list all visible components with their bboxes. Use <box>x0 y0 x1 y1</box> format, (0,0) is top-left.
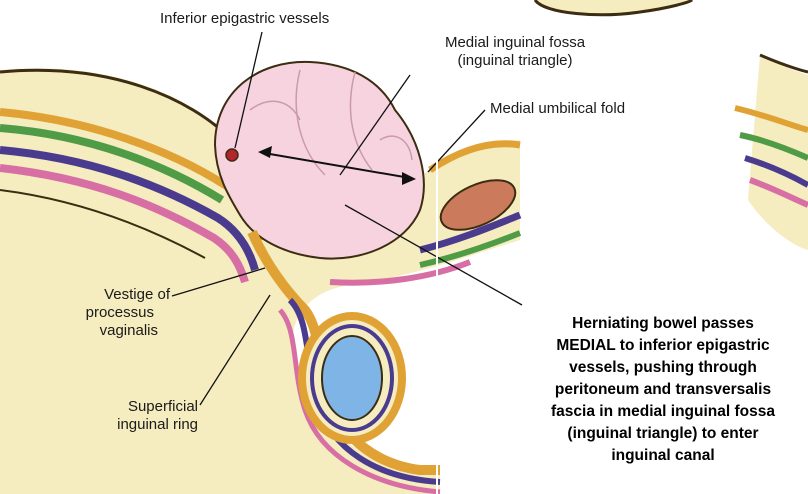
label-superficial-line2: inguinal ring <box>70 416 198 434</box>
label-superficial-inguinal-ring: Superficial inguinal ring <box>70 398 198 434</box>
label-vestige-line2: processus <box>70 304 154 322</box>
caption-line-4: peritoneum and transversalis <box>518 379 808 401</box>
label-herniating-bowel-caption: Herniating bowel passes MEDIAL to inferi… <box>518 313 808 467</box>
label-inferior-epigastric-vessels: Inferior epigastric vessels <box>160 10 329 28</box>
label-medial-umbilical-fold: Medial umbilical fold <box>490 100 625 118</box>
label-vestige-line3: vaginalis <box>70 322 158 340</box>
label-superficial-line1: Superficial <box>70 398 198 416</box>
label-medial-inguinal-fossa-line1: Medial inguinal fossa <box>405 34 625 52</box>
caption-line-3: vessels, pushing through <box>518 357 808 379</box>
label-medial-inguinal-fossa-line2: (inguinal triangle) <box>405 52 625 70</box>
caption-line-2: MEDIAL to inferior epigastric <box>518 335 808 357</box>
label-medial-inguinal-fossa: Medial inguinal fossa (inguinal triangle… <box>405 34 625 70</box>
inferior-epigastric-vessel <box>226 149 238 161</box>
caption-line-6: (inguinal triangle) to enter <box>518 423 808 445</box>
testis <box>322 336 382 420</box>
caption-line-5: fascia in medial inguinal fossa <box>518 401 808 423</box>
label-vestige-processus-vaginalis: Vestige of processus vaginalis <box>70 286 170 340</box>
label-vestige-line1: Vestige of <box>70 286 170 304</box>
top-partial-structure <box>535 0 692 15</box>
caption-line-7: inguinal canal <box>518 445 808 467</box>
caption-line-1: Herniating bowel passes <box>518 313 808 335</box>
